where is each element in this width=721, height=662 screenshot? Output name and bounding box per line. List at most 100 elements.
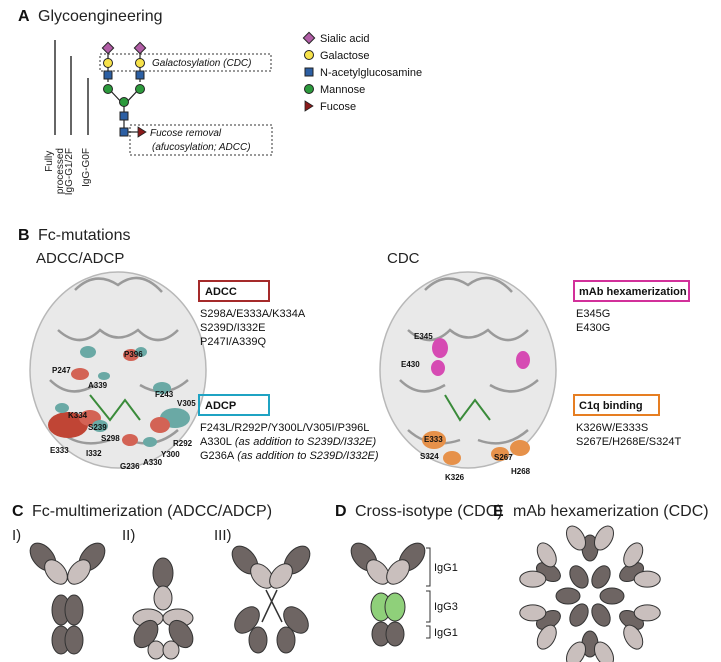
bar-label-fully-2: processed (55, 148, 66, 194)
res-p396: P396 (124, 350, 143, 359)
legend-galactose-icon (304, 50, 314, 60)
legend-fucose-icon (304, 100, 314, 112)
c1q-mutation-1: K326W/E333S (576, 422, 648, 434)
legend-glcnac: N-acetylglucosamine (320, 67, 422, 79)
adcc-mutation-2: S239D/I332E (200, 322, 265, 334)
antibody-dimer-linked (231, 545, 311, 654)
panel-c: C Fc-multimerization (ADCC/ADCP) I) II) … (12, 503, 311, 660)
hexamerization-box (573, 280, 690, 302)
galactosylation-label: Galactosylation (CDC) (152, 58, 251, 69)
sialic-acid-icon (101, 41, 115, 55)
adcp-line-2-main: A330L (200, 436, 232, 448)
antibody-dimer-cross (132, 557, 194, 660)
fucose-removal-label: Fucose removal (150, 128, 222, 139)
adcc-title: ADCC (205, 286, 237, 298)
res-s239: S239 (88, 423, 107, 432)
adcp-line-3-main: G236A (200, 450, 235, 462)
item-ii-label: II) (122, 527, 135, 544)
galactosylation-box (99, 53, 272, 72)
fucose-removal-sub: (afucosylation; ADCC) (152, 142, 251, 153)
adcp-line-2: A330L (as addition to S239D/I332E) (200, 436, 376, 448)
hexamerization-title: mAb hexamerization (579, 286, 687, 298)
c1q-title: C1q binding (579, 400, 643, 412)
res-g236: G236 (120, 462, 140, 471)
legend-fucose: Fucose (320, 101, 356, 113)
bracket-igg1-label: IgG1 (434, 562, 458, 574)
bar-label-g1: IgG-G1/2F (64, 148, 75, 195)
c1q-box (573, 394, 660, 416)
res-e333: E333 (50, 446, 69, 455)
adcp-line-2-note: (as addition to S239D/I332E) (232, 436, 377, 448)
fc-structure-right (379, 271, 557, 469)
bar-label-fully: Fully processed (44, 148, 66, 194)
fucose-icon (137, 126, 147, 138)
panel-b-label: B (18, 227, 30, 244)
glycan-legend: Sialic acid Galactose N-acetylglucosamin… (302, 31, 422, 113)
panel-d: D Cross-isotype (CDC) IgG1 IgG3 IgG1 (335, 503, 503, 647)
res-v305: V305 (177, 399, 196, 408)
res-a330: A330 (143, 458, 163, 467)
panel-e: E mAb hexamerization (CDC) (493, 503, 709, 662)
cdc-subtitle: CDC (387, 250, 420, 267)
panel-a-label: A (18, 8, 30, 25)
bar-label-fully-1: Fully (44, 151, 55, 172)
sialic-acid-icon (133, 41, 147, 55)
adcp-box (198, 394, 270, 416)
bar-label-g0: IgG-G0F (81, 148, 92, 187)
panel-d-label: D (335, 503, 347, 520)
item-i-label: I) (12, 527, 21, 544)
panel-e-label: E (493, 503, 504, 520)
fucose-removal-box (129, 124, 273, 156)
legend-mannose-icon (304, 84, 314, 94)
hexa-mutation-2: E430G (576, 322, 610, 334)
bracket-igg1-top (426, 547, 431, 587)
res-e345: E345 (414, 332, 433, 341)
mannose-icon (103, 84, 113, 94)
glcnac-icon (103, 70, 113, 80)
item-iii-label: III) (214, 527, 232, 544)
antibody-monomer (29, 542, 106, 655)
glcnac-icon (119, 127, 129, 137)
panel-a-title: Glycoengineering (38, 8, 163, 25)
res-r292: R292 (173, 439, 193, 448)
res-s267: S267 (494, 453, 513, 462)
res-i332: I332 (86, 449, 102, 458)
hexa-mutation-1: E345G (576, 308, 610, 320)
panel-b-title: Fc-mutations (38, 227, 130, 244)
panel-a: A Glycoengineering Fully processed IgG-G… (18, 8, 422, 195)
panel-c-label: C (12, 503, 24, 520)
mannose-icon (119, 97, 129, 107)
legend-galactose: Galactose (320, 50, 370, 62)
adcc-box (198, 280, 270, 302)
legend-sialic-icon (302, 31, 316, 45)
bracket-igg1-bottom (426, 625, 431, 639)
legend-mannose: Mannose (320, 84, 365, 96)
mannose-icon (135, 84, 145, 94)
res-a339: A339 (88, 381, 108, 390)
res-y300: Y300 (161, 450, 180, 459)
panel-b: B Fc-mutations ADCC/ADCP CDC P247 P396 A (18, 227, 690, 482)
res-k334: K334 (68, 411, 88, 420)
res-f243: F243 (155, 390, 174, 399)
adcc-mutation-1: S298A/E333A/K334A (200, 308, 306, 320)
res-p247: P247 (52, 366, 71, 375)
panel-c-title: Fc-multimerization (ADCC/ADCP) (32, 503, 272, 520)
adcp-title: ADCP (205, 400, 236, 412)
panel-e-title: mAb hexamerization (CDC) (513, 503, 709, 520)
res-k326: K326 (445, 473, 465, 482)
legend-glcnac-icon (304, 67, 314, 77)
adcp-line-1: F243L/R292P/Y300L/V305I/P396L (200, 422, 369, 434)
res-s298: S298 (101, 434, 120, 443)
bracket-igg3 (426, 590, 431, 623)
fc-structure-left (29, 271, 207, 469)
res-h268: H268 (511, 467, 531, 476)
hexamer (519, 525, 661, 662)
cross-isotype-antibody (350, 542, 426, 647)
bracket-igg3-label: IgG3 (434, 601, 458, 613)
bracket-igg1-bottom-label: IgG1 (434, 627, 458, 639)
res-e333-cdc: E333 (424, 435, 443, 444)
galactose-icon (135, 58, 145, 68)
glcnac-icon (119, 111, 129, 121)
adcp-line-3-note: (as addition to S239D/I332E) (234, 450, 379, 462)
